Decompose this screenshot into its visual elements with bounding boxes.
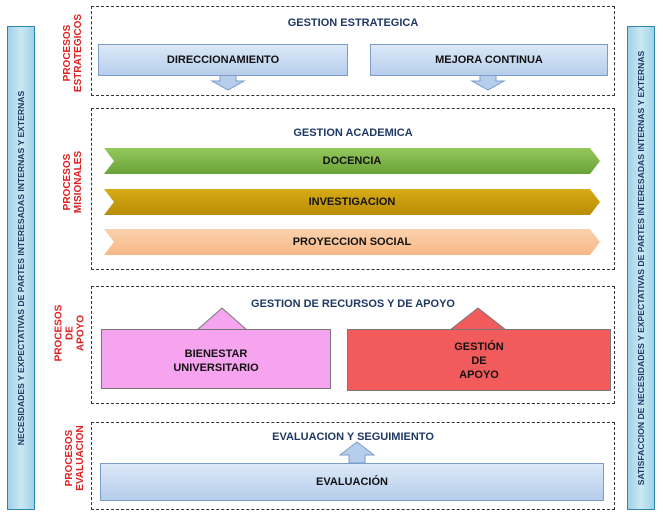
down-arrow-icon [210, 74, 246, 91]
bienestar-box [101, 329, 331, 389]
section-title-evaluacion: EVALUACION Y SEGUIMIENTO [272, 431, 434, 443]
gestion-apoyo-label: GESTIÓN DE APOYO [454, 341, 504, 381]
section-title-recursos: GESTION DE RECURSOS Y DE APOYO [251, 298, 455, 310]
mejora-continua-box: MEJORA CONTINUA [370, 44, 608, 76]
evaluacion-box: EVALUACIÓN [100, 463, 604, 501]
section-recursos: GESTION DE RECURSOS Y DE APOYO [91, 286, 615, 404]
down-arrow-icon [470, 74, 506, 91]
section-estrategica: GESTION ESTRATEGICA [91, 6, 615, 96]
right-output-bar: SATISFACCION DE NECESIDADES Y EXPECTATIV… [627, 26, 655, 510]
bienestar-label: BIENESTAR UNIVERSITARIO [173, 348, 259, 374]
docencia-chevron: DOCENCIA [104, 148, 600, 174]
section-title-academica: GESTION ACADEMICA [293, 127, 413, 139]
section-academica: GESTION ACADEMICA [91, 108, 615, 270]
left-input-bar: NECESIDADES Y EXPECTATIVAS DE PARTES INT… [7, 26, 35, 510]
investigacion-chevron: INVESTIGACION [104, 189, 600, 215]
up-arrow-icon [338, 441, 376, 464]
gestion-apoyo-box [347, 329, 611, 391]
direccionamiento-box: DIRECCIONAMIENTO [98, 44, 348, 76]
section-title-estrategica: GESTION ESTRATEGICA [287, 17, 419, 29]
proyeccion-chevron: PROYECCION SOCIAL [104, 229, 600, 255]
section-evaluacion: EVALUACION Y SEGUIMIENTO [91, 422, 615, 510]
